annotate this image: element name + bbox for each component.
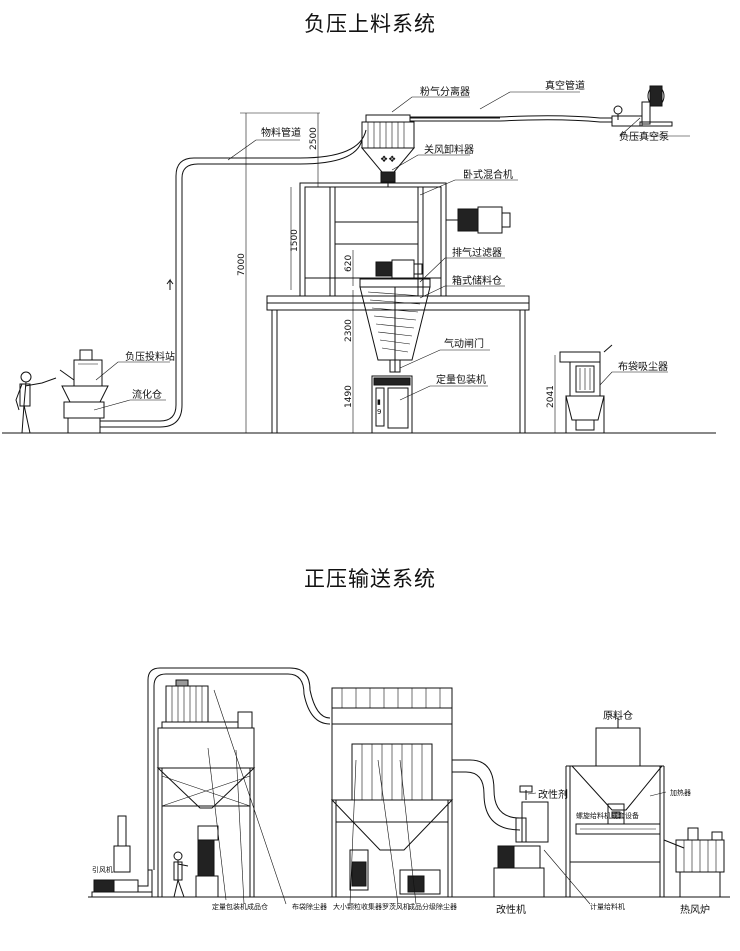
- label-horizontal-mixer: 卧式混合机: [463, 168, 513, 181]
- label-bottom-1: 定量包装机: [212, 902, 247, 911]
- label-bottom-7: 计量给料机: [590, 902, 625, 911]
- dim-1500: 1500: [290, 229, 300, 252]
- support-platform: [266, 295, 530, 433]
- label-packing-machine: 定量包装机: [436, 373, 486, 386]
- vacuum-pipe: [410, 85, 673, 127]
- bottom-system-title: 正压输送系统: [304, 567, 436, 591]
- label-powder-separator: 粉气分离器: [420, 85, 470, 98]
- mixer-motor: [446, 206, 511, 234]
- label-vacuum-pump: 负压真空泵: [619, 130, 669, 143]
- bottom-diagram: 改性剂 原料仓 加热器 螺旋给料机成套设备 改性机 热风炉 引风机 定量包装机 …: [88, 667, 730, 916]
- top-system-title: 负压上料系统: [304, 12, 436, 36]
- label-modifier-top: 改性剂: [538, 788, 568, 801]
- label-feeding-station: 负压投料站: [125, 350, 175, 363]
- label-raw-bin: 原料仓: [603, 709, 633, 722]
- powder-separator: ❖❖: [360, 114, 500, 187]
- label-inner-small: 螺旋给料机成套设备: [576, 811, 639, 820]
- bag-dust-collector: [559, 344, 613, 433]
- packing-machine: ▮ 9: [371, 375, 413, 434]
- label-bottom-5: 罗茨风机: [382, 902, 410, 911]
- label-bottom-4: 大小颗粒收集器: [333, 902, 382, 911]
- hot-air-furnace: [675, 827, 725, 897]
- label-hot-air-furnace: 热风炉: [680, 903, 710, 916]
- label-rotary-valve: 关风卸料器: [424, 143, 474, 156]
- finished-product-silo: [156, 679, 256, 897]
- dim-1490: 1490: [344, 385, 354, 408]
- dim-7000: 7000: [237, 253, 247, 276]
- left-fan-unit: [91, 815, 153, 898]
- label-bottom-6: 成品分级除尘器: [408, 902, 457, 911]
- label-vacuum-pipe: 真空管道: [545, 79, 585, 92]
- dim-2041: 2041: [546, 385, 556, 408]
- feeding-station: [59, 349, 109, 433]
- top-diagram: ❖❖: [2, 79, 716, 434]
- worker-figure-bottom: [173, 851, 189, 898]
- worker-figure-top: [15, 371, 57, 434]
- modifier-machine: [493, 785, 549, 898]
- label-bag-dust-collector: 布袋吸尘器: [618, 360, 668, 373]
- bottom-top-pipe: [147, 667, 331, 870]
- dim-2300: 2300: [344, 319, 354, 342]
- dim-2500: 2500: [309, 127, 319, 150]
- large-dust-collector: [330, 687, 454, 897]
- raw-material-frame: [565, 718, 685, 897]
- dust-to-modifier-duct: [452, 759, 521, 831]
- dimension-lines: 2500 7000 1500 620 2300 1490 2041: [237, 112, 556, 433]
- svg-text:▮: ▮: [377, 398, 381, 406]
- mixer-frame: [299, 182, 447, 297]
- label-bottom-2: 成品仓: [247, 902, 268, 911]
- label-heater-small: 加热器: [670, 788, 691, 797]
- bottom-packing-machine: [195, 825, 219, 898]
- label-exhaust-filter: 排气过滤器: [452, 246, 502, 259]
- label-bottom-3: 布袋除尘器: [292, 902, 327, 911]
- svg-text:❖❖: ❖❖: [380, 155, 396, 165]
- label-modifier-machine: 改性机: [496, 903, 526, 916]
- material-pipe: [100, 129, 367, 428]
- svg-text:9: 9: [377, 408, 381, 416]
- label-material-pipe: 物料管道: [261, 126, 301, 139]
- label-left-unit: 引风机: [92, 865, 113, 874]
- label-box-silo: 箱式储料仓: [452, 274, 502, 287]
- bottom-leader-lines: [207, 689, 667, 905]
- label-pneumatic-gate: 气动闸门: [444, 337, 484, 350]
- box-silo-hopper: [359, 286, 431, 373]
- dim-620: 620: [344, 255, 354, 272]
- exhaust-filter-unit: [359, 259, 431, 288]
- top-leader-lines: [93, 91, 690, 411]
- label-fluidizing-bin: 流化仓: [132, 388, 162, 401]
